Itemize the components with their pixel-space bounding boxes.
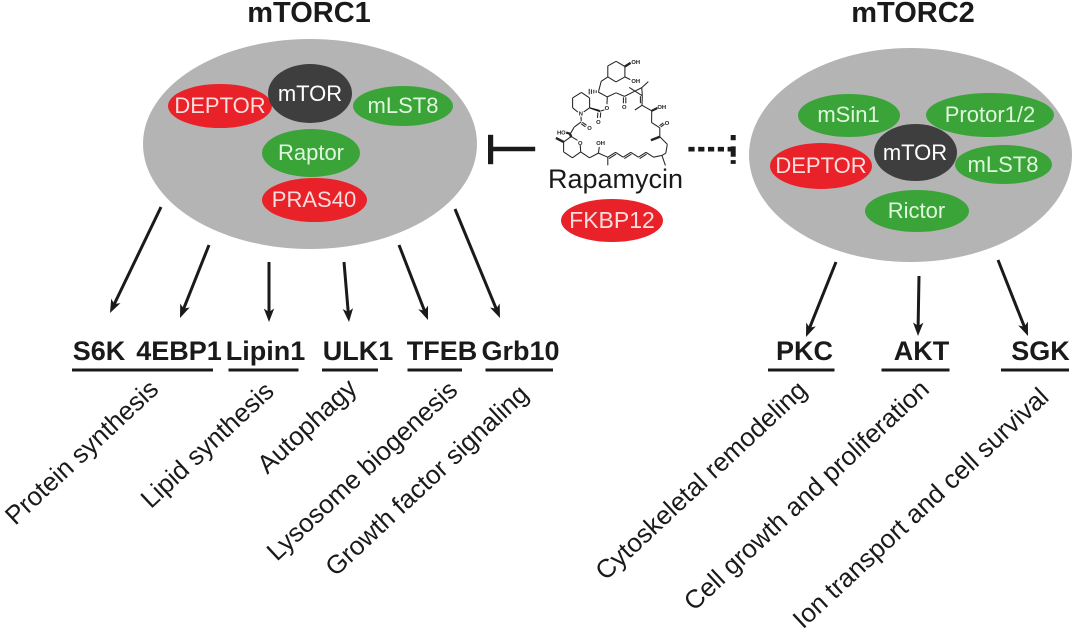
svg-text:O: O [596,120,601,126]
svg-text:HO: HO [557,130,566,136]
svg-text:OH: OH [657,105,666,111]
svg-text:O: O [578,141,583,147]
svg-text:O: O [622,105,627,111]
svg-text:O: O [605,106,610,112]
svg-text:OH: OH [596,141,605,147]
svg-text:O: O [665,121,670,127]
svg-text:N: N [579,112,583,118]
svg-text:O: O [587,126,592,132]
svg-text:OH: OH [631,79,640,85]
svg-text:OH: OH [631,60,640,66]
